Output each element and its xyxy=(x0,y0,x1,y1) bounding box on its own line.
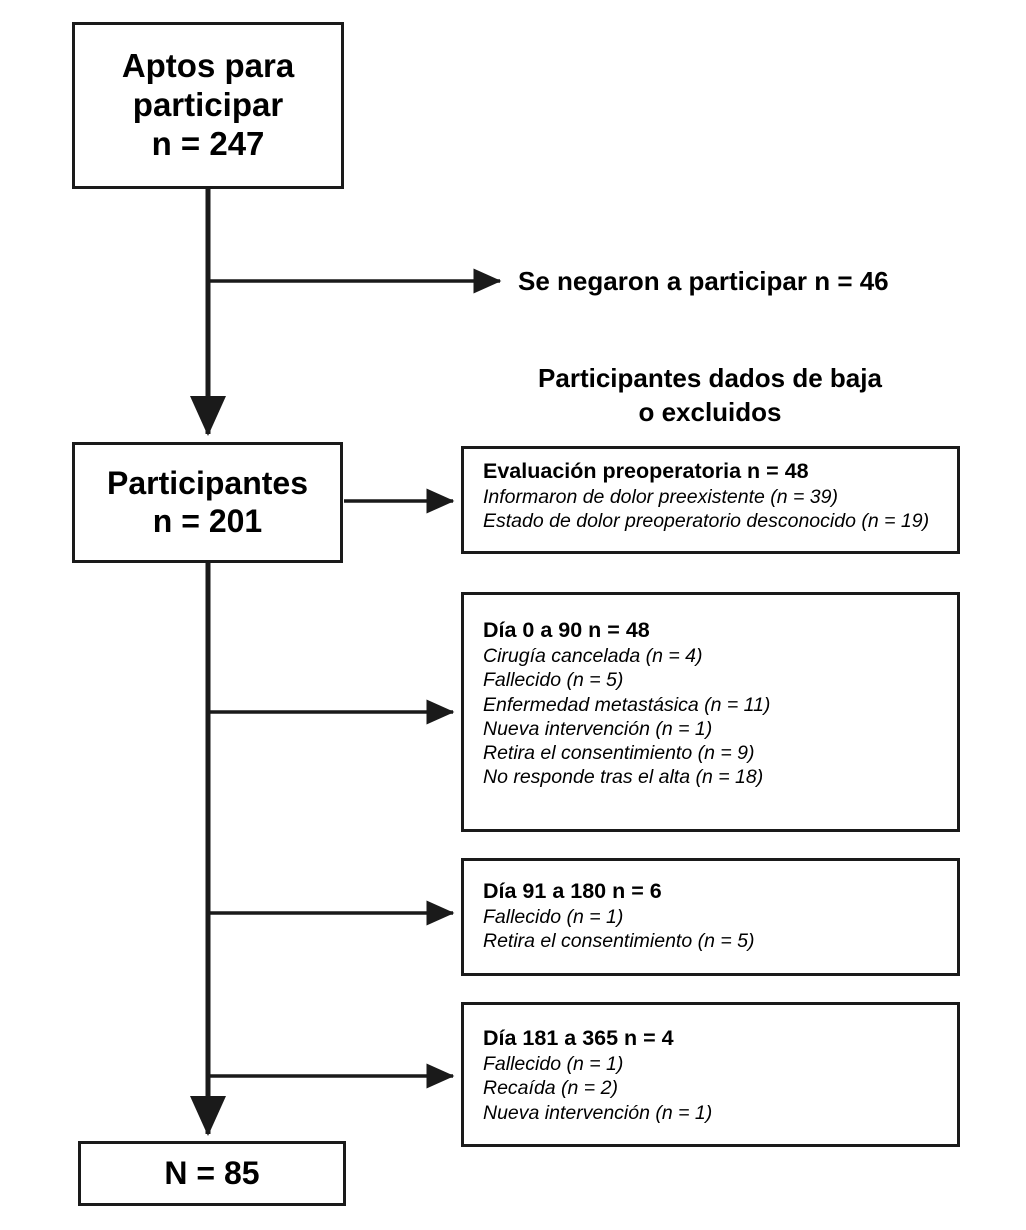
exclusion-item: Recaída (n = 2) xyxy=(483,1077,618,1100)
exclusion-box-preoperative: Evaluación preoperatoria n = 48 Informar… xyxy=(461,446,960,554)
exclusion-box-title: Día 91 a 180 n = 6 xyxy=(483,879,662,903)
node-final-sample-line-1: N = 85 xyxy=(164,1154,260,1191)
dropouts-heading-line-1: Participantes dados de baja xyxy=(538,363,882,393)
exclusion-item: Nueva intervención (n = 1) xyxy=(483,717,713,740)
exclusion-item: Fallecido (n = 1) xyxy=(483,1053,624,1076)
exclusion-item: Nueva intervención (n = 1) xyxy=(483,1101,713,1124)
exclusion-item: No responde tras el alta (n = 18) xyxy=(483,766,764,789)
node-participants-line-2: n = 201 xyxy=(152,502,263,539)
node-eligible-line-2: participar xyxy=(132,86,284,124)
exclusion-box-day-181-365: Día 181 a 365 n = 4 Fallecido (n = 1) Re… xyxy=(461,1002,960,1147)
exclusion-box-day-91-180: Día 91 a 180 n = 6 Fallecido (n = 1) Ret… xyxy=(461,858,960,976)
exclusion-item: Fallecido (n = 1) xyxy=(483,906,624,929)
dropouts-heading-line-2: o excluidos xyxy=(638,397,782,428)
exclusion-box-title: Día 0 a 90 n = 48 xyxy=(483,618,650,642)
node-eligible-line-1: Aptos para xyxy=(121,47,295,85)
exclusion-item: Enfermedad metastásica (n = 11) xyxy=(483,693,771,716)
node-final-sample: N = 85 xyxy=(78,1141,346,1206)
dropouts-heading: Participantes dados de baja o excluidos xyxy=(455,361,965,430)
refusal-label: Se negaron a participar n = 46 xyxy=(518,266,889,296)
node-eligible: Aptos para participar n = 247 xyxy=(72,22,344,189)
exclusion-item: Retira el consentimiento (n = 5) xyxy=(483,930,755,953)
exclusion-box-title: Evaluación preoperatoria n = 48 xyxy=(483,459,809,483)
node-participants-line-1: Participantes xyxy=(107,464,308,501)
exclusion-item: Cirugía cancelada (n = 4) xyxy=(483,645,703,668)
exclusion-item: Retira el consentimiento (n = 9) xyxy=(483,742,755,765)
exclusion-item: Informaron de dolor preexistente (n = 39… xyxy=(483,486,838,509)
node-participants: Participantes n = 201 xyxy=(72,442,343,563)
exclusion-item: Fallecido (n = 5) xyxy=(483,669,624,692)
node-eligible-line-3: n = 247 xyxy=(151,124,265,162)
exclusion-box-title: Día 181 a 365 n = 4 xyxy=(483,1026,674,1050)
exclusion-box-day-0-90: Día 0 a 90 n = 48 Cirugía cancelada (n =… xyxy=(461,592,960,832)
exclusion-item: Estado de dolor preoperatorio desconocid… xyxy=(483,510,930,533)
